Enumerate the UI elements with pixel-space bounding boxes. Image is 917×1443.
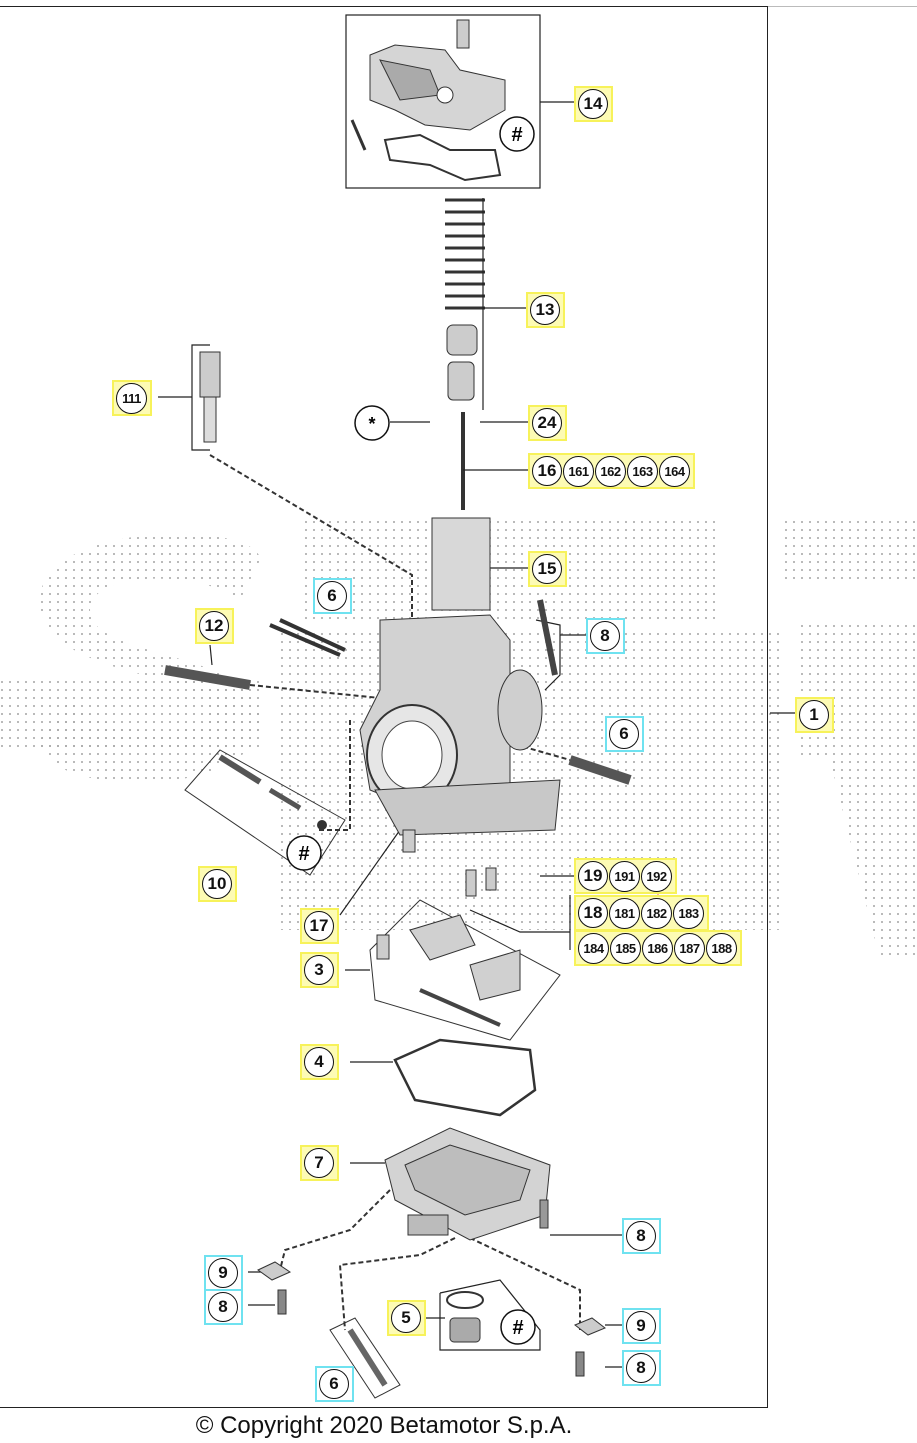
copyright-text: © Copyright 2020 Betamotor S.p.A. (195, 1412, 573, 1439)
star-symbol: * (368, 414, 375, 434)
part-number-bubble: 191 (609, 860, 640, 892)
callout-16[interactable]: 16 161 162 163 164 (528, 453, 695, 489)
part-number-bubble: 16 (532, 456, 562, 486)
part-number-bubble: 164 (659, 455, 690, 487)
part-number-bubble: 17 (304, 911, 334, 941)
part-number-bubble: 8 (626, 1221, 656, 1251)
callout-18[interactable]: 18 181 182 183 (574, 895, 709, 931)
part-number-bubble: 18 (578, 898, 608, 928)
hash-marker-left: # (286, 835, 322, 871)
part-number-bubble: 162 (595, 455, 626, 487)
callout-24[interactable]: 24 (528, 405, 567, 441)
carb-cap-assembly (345, 14, 541, 189)
part-number-bubble: 163 (627, 455, 658, 487)
part-number-bubble: 1 (799, 700, 829, 730)
part-number-bubble: 192 (641, 860, 672, 892)
callout-13[interactable]: 13 (526, 292, 565, 328)
float-bowl (384, 1127, 551, 1241)
pilot-screw-set (184, 749, 346, 876)
part-number-bubble: 24 (532, 408, 562, 438)
callout-8-left[interactable]: 8 (204, 1289, 243, 1325)
part-number-bubble: 161 (563, 455, 594, 487)
part-number-bubble: 5 (391, 1303, 421, 1333)
hash-symbol: # (512, 1317, 523, 1339)
float-bowl-gasket (393, 1038, 537, 1117)
callout-3[interactable]: 3 (300, 952, 339, 988)
callout-9-left[interactable]: 9 (204, 1255, 243, 1291)
carb-body (164, 517, 632, 897)
callout-19[interactable]: 19 191 192 (574, 858, 677, 894)
callout-8-right[interactable]: 8 (586, 618, 625, 654)
throttle-spring (445, 198, 485, 510)
callout-5[interactable]: 5 (387, 1300, 426, 1336)
choke-plunger (199, 351, 221, 443)
callout-7[interactable]: 7 (300, 1145, 339, 1181)
part-number-bubble: 8 (590, 621, 620, 651)
part-number-bubble: 181 (609, 897, 640, 929)
part-number-bubble: 9 (626, 1311, 656, 1341)
float-assembly (369, 899, 561, 1041)
part-number-bubble: 186 (642, 932, 673, 964)
part-number-bubble: 7 (304, 1148, 334, 1178)
callout-12[interactable]: 12 (195, 608, 234, 644)
hash-symbol: # (511, 124, 522, 146)
part-number-bubble: 184 (578, 932, 609, 964)
bowl-hardware (257, 1261, 606, 1399)
part-number-bubble: 188 (706, 932, 737, 964)
callout-6-mid[interactable]: 6 (605, 716, 644, 752)
star-marker: * (354, 405, 390, 441)
leader-lines (158, 101, 795, 1368)
part-number-bubble: 15 (532, 554, 562, 584)
callout-184[interactable]: 184 185 186 187 188 (574, 930, 742, 966)
part-number-bubble: 6 (319, 1369, 349, 1399)
part-number-bubble: 12 (199, 611, 229, 641)
part-number-bubble: 8 (208, 1292, 238, 1322)
part-number-bubble: 14 (578, 89, 608, 119)
callout-4[interactable]: 4 (300, 1044, 339, 1080)
part-number-bubble: 13 (530, 295, 560, 325)
callout-111[interactable]: 111 (112, 380, 152, 416)
part-number-bubble: 10 (202, 869, 232, 899)
hash-marker-top: # (499, 116, 535, 152)
callout-17[interactable]: 17 (300, 908, 339, 944)
part-number-bubble: 183 (673, 897, 704, 929)
callout-6-bottom[interactable]: 6 (315, 1366, 354, 1402)
part-number-bubble: 4 (304, 1047, 334, 1077)
callout-1[interactable]: 1 (795, 697, 834, 733)
callout-8-bowl[interactable]: 8 (622, 1218, 661, 1254)
part-number-bubble: 185 (610, 932, 641, 964)
top-rule (768, 6, 917, 7)
callout-10[interactable]: 10 (198, 866, 237, 902)
part-number-bubble: 187 (674, 932, 705, 964)
callout-6-top[interactable]: 6 (313, 578, 352, 614)
part-number-bubble: 182 (641, 897, 672, 929)
hash-symbol: # (298, 843, 309, 865)
part-number-bubble: 3 (304, 955, 334, 985)
part-number-bubble: 6 (609, 719, 639, 749)
part-number-bubble: 111 (116, 382, 147, 414)
part-number-bubble: 9 (208, 1258, 238, 1288)
callout-15[interactable]: 15 (528, 551, 567, 587)
callout-8-bottom[interactable]: 8 (622, 1350, 661, 1386)
part-number-bubble: 6 (317, 581, 347, 611)
callout-9-right[interactable]: 9 (622, 1308, 661, 1344)
part-number-bubble: 19 (578, 861, 608, 891)
callout-14[interactable]: 14 (574, 86, 613, 122)
part-number-bubble: 8 (626, 1353, 656, 1383)
hash-marker-bottom: # (500, 1309, 536, 1345)
